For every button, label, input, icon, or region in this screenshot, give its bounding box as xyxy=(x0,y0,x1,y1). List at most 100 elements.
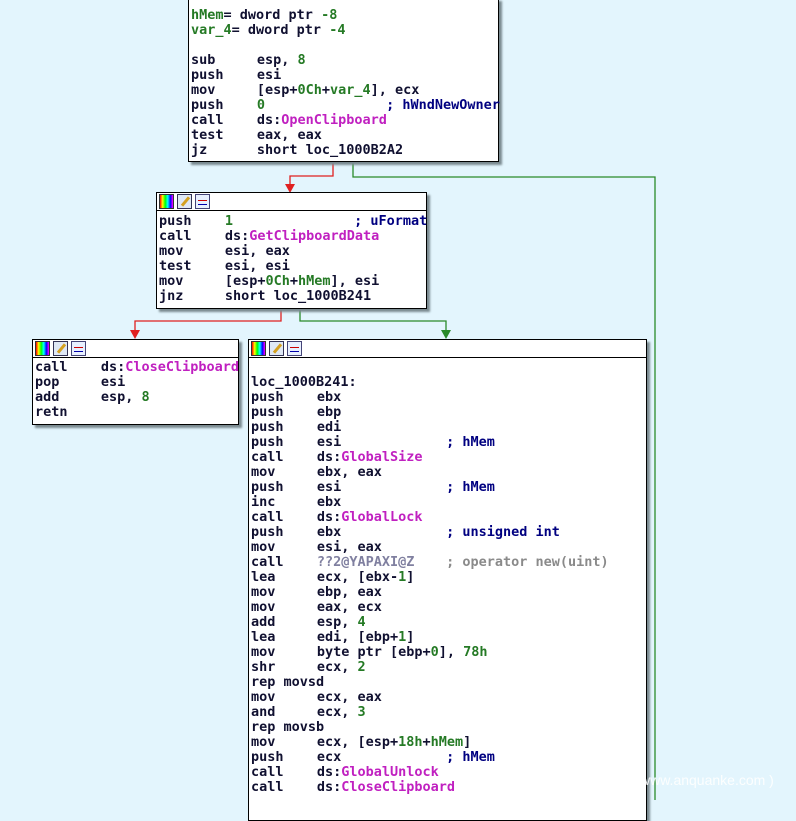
asm-line[interactable]: var_4= dword ptr -4 xyxy=(191,23,496,38)
edit-icon[interactable] xyxy=(177,194,192,209)
number-literal: 1 xyxy=(398,569,407,585)
operand-text: ds: xyxy=(316,509,342,525)
asm-line[interactable]: rep movsd xyxy=(251,675,644,690)
number-literal: 1 xyxy=(398,629,407,645)
function-name[interactable]: GlobalUnlock xyxy=(341,764,439,780)
operands: esi xyxy=(317,435,341,450)
operand-text: ecx, [esp+ xyxy=(316,734,399,750)
variable-name[interactable]: hMem xyxy=(191,7,224,23)
edit-icon[interactable] xyxy=(269,341,284,356)
variable-name[interactable]: hMem xyxy=(430,734,464,750)
line-text: rep movsb xyxy=(251,720,324,735)
color-icon[interactable] xyxy=(251,341,266,356)
function-name[interactable]: CloseClipboard xyxy=(125,359,240,375)
asm-line[interactable] xyxy=(191,38,496,53)
asm-line[interactable]: mov[esp+0Ch+hMem], esi xyxy=(159,274,424,289)
edit-icon[interactable] xyxy=(53,341,68,356)
operand-text: ebx, eax xyxy=(316,464,382,480)
graph-icon[interactable] xyxy=(195,194,210,209)
operands: esi xyxy=(317,480,341,495)
asm-line[interactable]: loc_1000B241: xyxy=(251,375,644,390)
asm-line[interactable]: mov[esp+0Ch+var_4], ecx xyxy=(191,83,496,98)
asm-line[interactable] xyxy=(251,360,644,375)
variable-name[interactable]: var_4 xyxy=(191,22,232,38)
operands: ds:GetClipboardData xyxy=(225,229,379,244)
operands: edi, [ebp+1] xyxy=(317,630,415,645)
operands: ??2@YAPAXI@Z xyxy=(317,555,415,570)
variable-name[interactable]: hMem xyxy=(298,273,331,289)
function-name[interactable]: OpenClipboard xyxy=(281,112,387,128)
mnemonic: push xyxy=(191,67,224,83)
mnemonic: mov xyxy=(159,273,184,289)
function-name[interactable]: GlobalLock xyxy=(341,509,423,525)
function-name[interactable]: ??2@YAPAXI@Z xyxy=(316,554,415,570)
function-name[interactable]: GlobalSize xyxy=(341,449,423,465)
edge-false-top xyxy=(289,160,334,188)
operand-text: esp, xyxy=(256,52,298,68)
operand-text: ecx xyxy=(316,749,342,765)
asm-line[interactable]: call??2@YAPAXI@Z; operator new(uint) xyxy=(251,555,644,570)
operand-text: ], esi xyxy=(330,273,380,289)
number-literal: 8 xyxy=(297,52,306,68)
operand-text: ebp xyxy=(316,404,342,420)
asm-line[interactable]: retn xyxy=(35,405,236,420)
asm-line[interactable]: hMem= dword ptr -8 xyxy=(191,8,496,23)
color-icon[interactable] xyxy=(159,194,174,209)
graph-icon[interactable] xyxy=(71,341,86,356)
asm-line[interactable]: rep movsb xyxy=(251,720,644,735)
variable-name[interactable]: var_4 xyxy=(330,82,371,98)
mnemonic: jz xyxy=(191,142,208,158)
operands: ds:CloseClipboard xyxy=(101,360,239,375)
function-name[interactable]: CloseClipboard xyxy=(341,779,456,795)
function-name[interactable]: GetClipboardData xyxy=(249,228,380,244)
operands: esi, esi xyxy=(225,259,290,274)
color-icon[interactable] xyxy=(35,341,50,356)
operand-text: ], ecx xyxy=(370,82,420,98)
comment: ; hMem xyxy=(446,434,495,450)
graph-icon[interactable] xyxy=(287,341,302,356)
